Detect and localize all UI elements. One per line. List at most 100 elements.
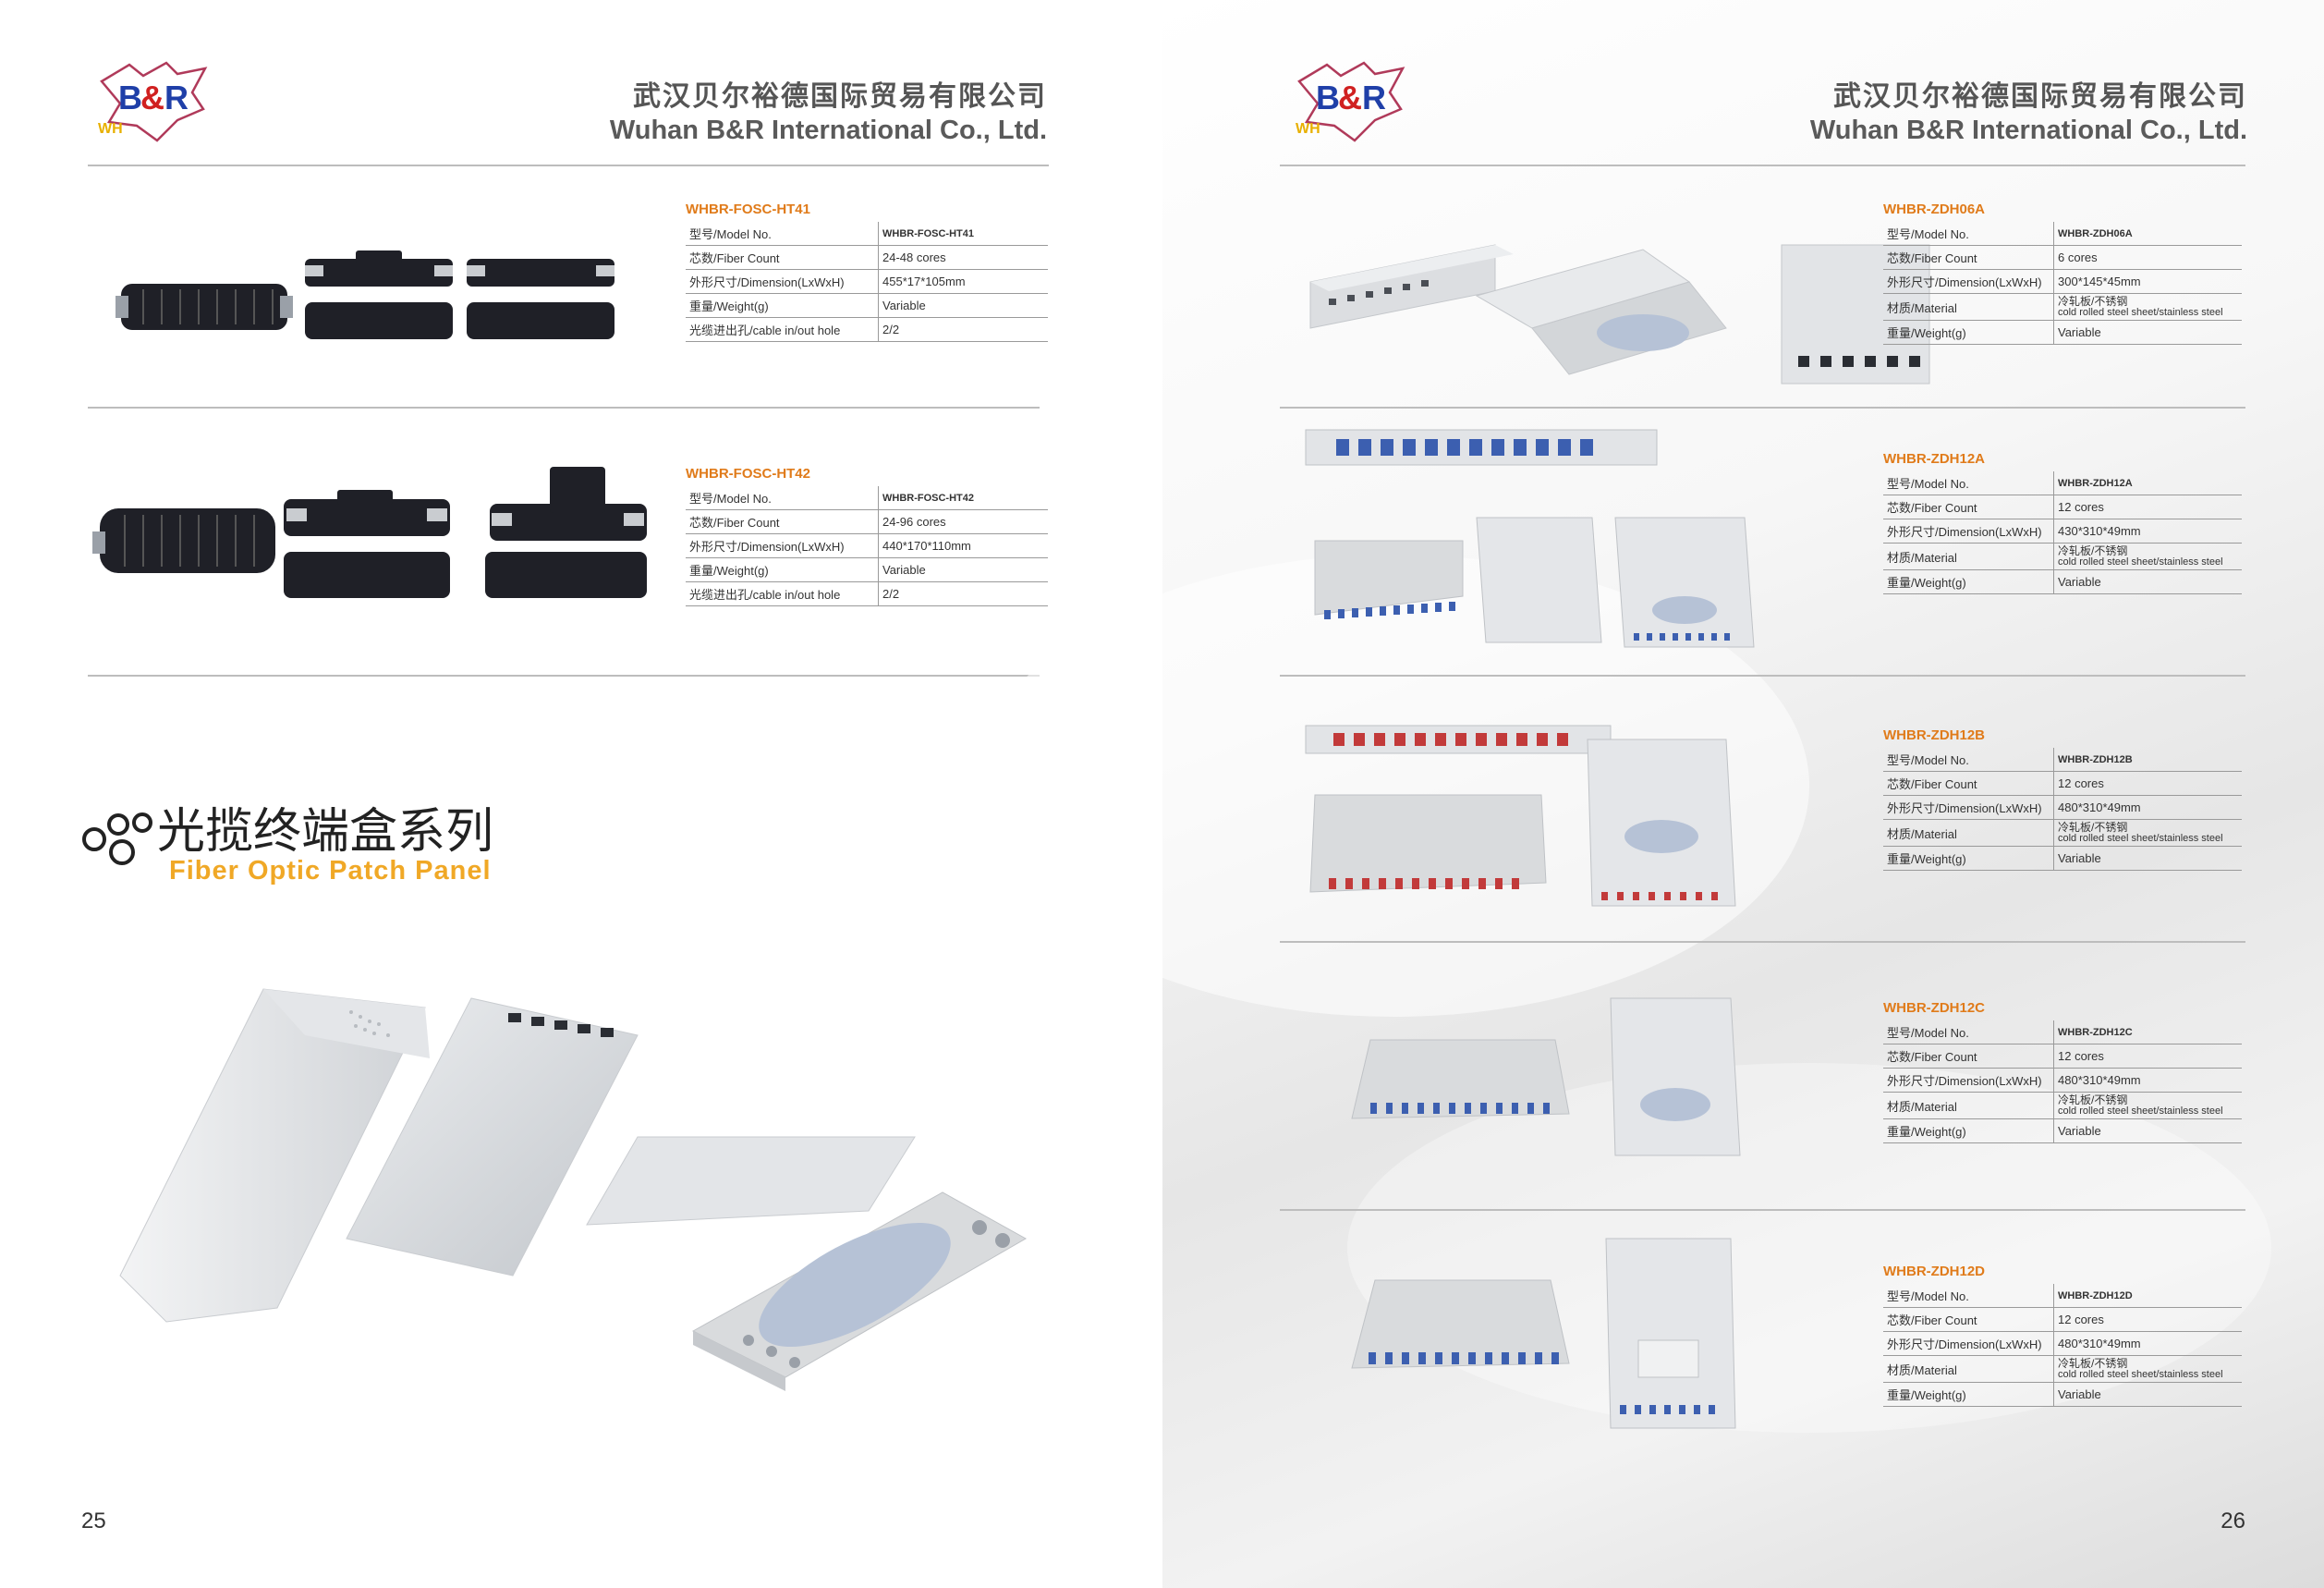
spec-row: 重量/Weight(g)Variable bbox=[686, 293, 1048, 318]
spec-row: 外形尺寸/Dimension(LxWxH)440*170*110mm bbox=[686, 533, 1048, 558]
spec-label: 芯数/Fiber Count bbox=[686, 509, 879, 534]
spec-value: 440*170*110mm bbox=[878, 533, 1048, 558]
spec-row: 重量/Weight(g)Variable bbox=[1883, 320, 2242, 345]
section-divider bbox=[1280, 675, 2245, 677]
material-en: cold rolled steel sheet/stainless steel bbox=[2058, 1105, 2223, 1117]
spec-row: 型号/Model No.WHBR-ZDH12A bbox=[1883, 471, 2242, 495]
section-divider bbox=[88, 675, 1040, 677]
product-photo-zdh12b bbox=[1292, 721, 1772, 924]
product-photo-ht41 bbox=[116, 245, 633, 356]
spec-row: 型号/Model No.WHBR-FOSC-HT42 bbox=[686, 486, 1048, 510]
spec-label: 外形尺寸/Dimension(LxWxH) bbox=[1883, 795, 2054, 820]
product-photo-zdh06a bbox=[1292, 226, 1976, 393]
spec-label: 外形尺寸/Dimension(LxWxH) bbox=[686, 269, 879, 294]
logo-mark: B & R WH bbox=[98, 61, 208, 142]
spec-label: 材质/Material bbox=[1883, 293, 2054, 321]
spec-label: 重量/Weight(g) bbox=[686, 557, 879, 582]
svg-text:&: & bbox=[1338, 79, 1362, 116]
spec-value: 480*310*49mm bbox=[2053, 1068, 2242, 1093]
model-heading: WHBR-FOSC-HT41 bbox=[686, 202, 810, 217]
spec-label: 型号/Model No. bbox=[1883, 1284, 2054, 1308]
model-heading: WHBR-ZDH12A bbox=[1883, 451, 1985, 467]
spec-value: WHBR-ZDH12A bbox=[2053, 471, 2242, 495]
spec-label: 芯数/Fiber Count bbox=[1883, 1044, 2054, 1069]
spec-label: 外形尺寸/Dimension(LxWxH) bbox=[1883, 269, 2054, 294]
spec-row: 重量/Weight(g)Variable bbox=[1883, 846, 2242, 871]
model-heading: WHBR-ZDH12C bbox=[1883, 1000, 1985, 1016]
svg-text:WH: WH bbox=[1296, 121, 1320, 137]
spec-row: 重量/Weight(g)Variable bbox=[1883, 1118, 2242, 1143]
right-page: B & R WH 武汉贝尔裕德国际贸易有限公司 Wuhan B&R Intern… bbox=[978, 0, 2324, 1588]
model-heading: WHBR-FOSC-HT42 bbox=[686, 466, 810, 482]
spec-label: 芯数/Fiber Count bbox=[1883, 495, 2054, 519]
spec-value: WHBR-FOSC-HT41 bbox=[878, 222, 1048, 246]
svg-text:WH: WH bbox=[98, 121, 123, 137]
model-heading: WHBR-ZDH12D bbox=[1883, 1264, 1985, 1279]
spec-label: 型号/Model No. bbox=[1883, 1020, 2054, 1044]
spec-label: 光缆进出孔/cable in/out hole bbox=[686, 581, 879, 606]
material-en: cold rolled steel sheet/stainless steel bbox=[2058, 833, 2223, 844]
spec-label: 重量/Weight(g) bbox=[1883, 320, 2054, 345]
spec-value: 12 cores bbox=[2053, 495, 2242, 519]
spec-label: 芯数/Fiber Count bbox=[1883, 1307, 2054, 1332]
spec-label: 芯数/Fiber Count bbox=[1883, 771, 2054, 796]
spec-table-zdh06a: WHBR-ZDH06A 型号/Model No.WHBR-ZDH06A 芯数/F… bbox=[1883, 202, 2242, 345]
spec-table-ht42: WHBR-FOSC-HT42 型号/Model No.WHBR-FOSC-HT4… bbox=[686, 466, 1048, 606]
spec-row: 外形尺寸/Dimension(LxWxH)430*310*49mm bbox=[1883, 519, 2242, 544]
spec-value: 430*310*49mm bbox=[2053, 519, 2242, 544]
spec-row: 外形尺寸/Dimension(LxWxH)455*17*105mm bbox=[686, 269, 1048, 294]
product-photo-zdh12d bbox=[1343, 1234, 1749, 1433]
spec-value: 12 cores bbox=[2053, 1307, 2242, 1332]
company-name-cn: 武汉贝尔裕德国际贸易有限公司 bbox=[1833, 81, 2247, 112]
spec-table-zdh12d: WHBR-ZDH12D 型号/Model No.WHBR-ZDH12D 芯数/F… bbox=[1883, 1264, 2242, 1407]
spec-row: 外形尺寸/Dimension(LxWxH)300*145*45mm bbox=[1883, 269, 2242, 294]
spec-label: 重量/Weight(g) bbox=[1883, 1118, 2054, 1143]
spec-label: 外形尺寸/Dimension(LxWxH) bbox=[1883, 519, 2054, 544]
spec-label: 型号/Model No. bbox=[686, 222, 879, 246]
spec-label: 材质/Material bbox=[1883, 543, 2054, 570]
spec-value: Variable bbox=[2053, 846, 2242, 871]
spec-row: 外形尺寸/Dimension(LxWxH)480*310*49mm bbox=[1883, 795, 2242, 820]
spec-value: 300*145*45mm bbox=[2053, 269, 2242, 294]
company-logo: B & R WH bbox=[1290, 55, 1419, 148]
section-divider bbox=[1280, 407, 2245, 409]
spec-label: 型号/Model No. bbox=[1883, 222, 2054, 246]
spec-value: WHBR-ZDH06A bbox=[2053, 222, 2242, 246]
svg-text:&: & bbox=[140, 79, 164, 116]
section-divider bbox=[1280, 941, 2245, 943]
spec-label: 重量/Weight(g) bbox=[1883, 1382, 2054, 1407]
series-title-en: Fiber Optic Patch Panel bbox=[169, 856, 492, 886]
spec-label: 型号/Model No. bbox=[1883, 471, 2054, 495]
spec-label: 重量/Weight(g) bbox=[1883, 846, 2054, 871]
spec-label: 材质/Material bbox=[1883, 1092, 2054, 1119]
company-logo: B & R WH bbox=[92, 55, 222, 148]
material-cn: 冷轧板/不锈钢 bbox=[2058, 544, 2128, 557]
logo-mark: B & R WH bbox=[1296, 61, 1405, 142]
spec-label: 芯数/Fiber Count bbox=[686, 245, 879, 270]
hero-patch-panel-photo bbox=[102, 971, 1044, 1414]
header-divider bbox=[88, 165, 1049, 166]
spec-table-ht41: WHBR-FOSC-HT41 型号/Model No.WHBR-FOSC-HT4… bbox=[686, 202, 1048, 342]
model-heading: WHBR-ZDH06A bbox=[1883, 202, 1985, 217]
series-title-cn: 光揽终端盒系列 bbox=[157, 805, 494, 859]
spec-row: 重量/Weight(g)Variable bbox=[686, 557, 1048, 582]
material-cn: 冷轧板/不锈钢 bbox=[2058, 295, 2128, 308]
spec-table-zdh12b: WHBR-ZDH12B 型号/Model No.WHBR-ZDH12B 芯数/F… bbox=[1883, 727, 2242, 871]
material-en: cold rolled steel sheet/stainless steel bbox=[2058, 307, 2223, 318]
spec-value: 2/2 bbox=[878, 581, 1048, 606]
spec-row: 重量/Weight(g)Variable bbox=[1883, 569, 2242, 594]
spec-label: 材质/Material bbox=[1883, 819, 2054, 847]
